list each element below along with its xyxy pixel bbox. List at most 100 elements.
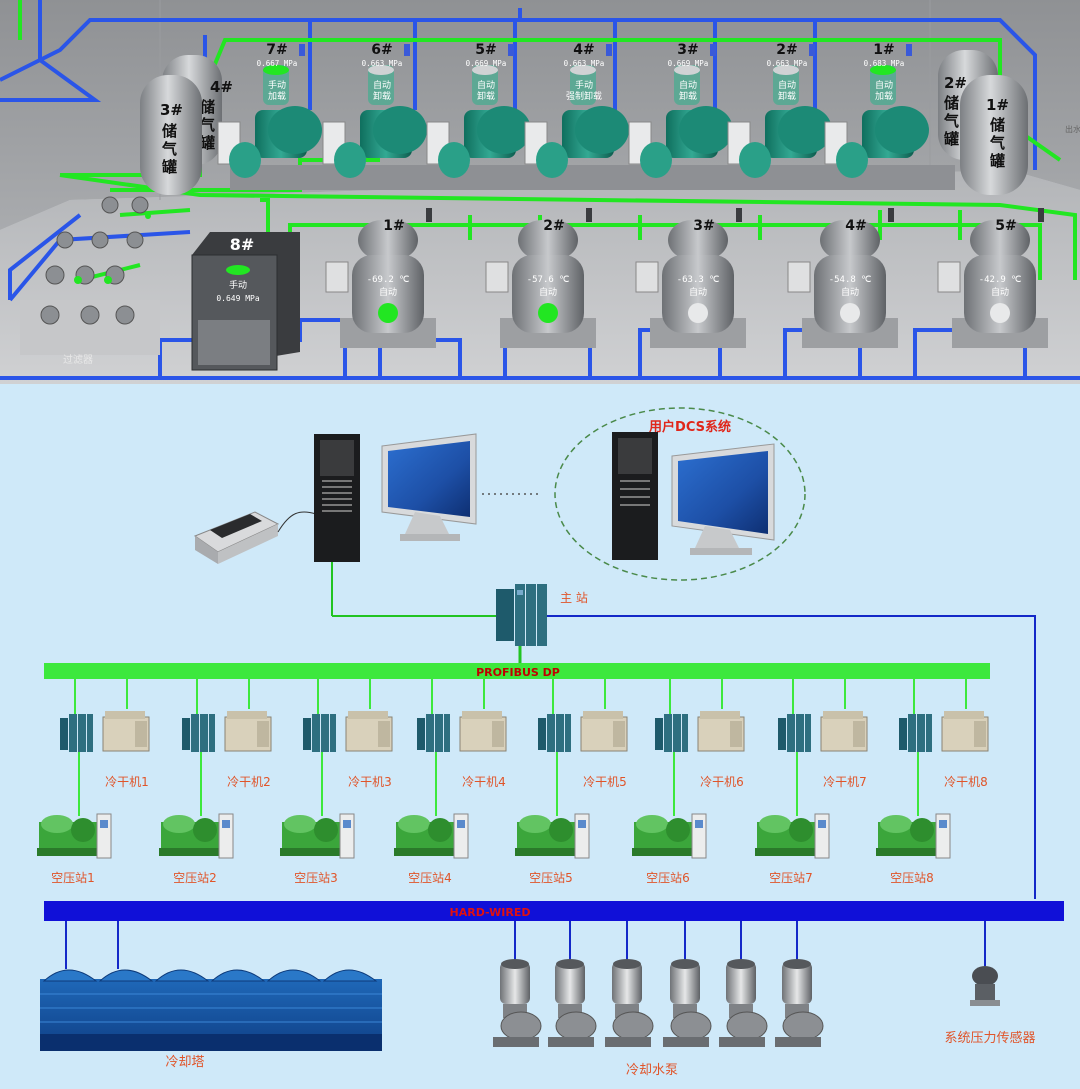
compressor-mode-detail: 卸载	[679, 90, 697, 102]
cooling-tower-label: 冷却塔	[165, 1055, 204, 1070]
compressor-indicator	[472, 65, 498, 75]
compressor-pressure: 0.683 MPa	[864, 59, 905, 68]
compressor-mode: 自动	[679, 79, 697, 91]
compressor-mode-detail: 卸载	[477, 90, 495, 102]
dryer-tank-2[interactable]: 2#-57.6 ℃自动	[485, 208, 596, 348]
printer-cable	[277, 511, 317, 533]
compressor-mode-detail: 加载	[268, 90, 286, 102]
compressor-station-1[interactable]	[37, 813, 112, 859]
cooling-pump-3[interactable]	[605, 921, 654, 1047]
dryer-id: 5#	[995, 218, 1016, 234]
dryer-mode: 自动	[991, 286, 1009, 298]
dryer-status-indicator	[688, 303, 708, 323]
compressor-id: 6#	[371, 42, 392, 58]
refrigerated-dryer-4[interactable]	[459, 711, 507, 752]
dryer-plc-5[interactable]	[538, 714, 571, 752]
compressor-station-8[interactable]	[876, 813, 951, 859]
dryer-temperature: -63.3 ℃	[677, 275, 720, 285]
station-label: 空压站1	[51, 871, 95, 885]
dryer-tank-5[interactable]: 5# -42.9 ℃自动	[937, 208, 1048, 348]
dryer-plc-6[interactable]	[655, 714, 688, 752]
refrigerated-dryer-7[interactable]	[820, 711, 868, 752]
compressor-station-7[interactable]	[755, 813, 830, 859]
cooling-pump-4[interactable]	[663, 921, 712, 1047]
dryer-row: 1#-69.2 ℃自动 2#-57.6 ℃自动 3#-63.3 ℃自动 4#-54.8…	[325, 208, 1048, 348]
compressor-indicator	[263, 65, 289, 75]
dryer-plc-7[interactable]	[778, 714, 811, 752]
refrigerated-dryer-2[interactable]	[224, 711, 272, 752]
station-column-6: 冷干机6 空压站6	[632, 679, 745, 885]
dryer-label: 冷干机5	[583, 775, 627, 789]
compressor-station-3[interactable]	[280, 813, 355, 859]
compressor-station-4[interactable]	[394, 813, 469, 859]
compressor-indicator	[674, 65, 700, 75]
dryer-status-indicator	[378, 303, 398, 323]
dryer-mode: 自动	[379, 286, 397, 298]
cooling-pump-label: 冷却水泵	[626, 1063, 678, 1078]
unit-8[interactable]: 8# 手动 0.649 MPa	[191, 232, 300, 371]
cooling-pump-6[interactable]	[775, 921, 824, 1047]
station-columns: 冷干机1空压站1冷干机2空压站2冷干机3空压站3冷干机4空压站4冷干机5空压站5…	[37, 679, 989, 885]
cooling-pump-2[interactable]	[548, 921, 597, 1047]
dryer-plc-4[interactable]	[417, 714, 450, 752]
tank-1[interactable]: 1# 储 气 罐	[960, 75, 1028, 195]
dryer-tank-3[interactable]: 3#-63.3 ℃自动	[635, 208, 746, 348]
refrigerated-dryer-1[interactable]	[102, 711, 150, 752]
dryer-plc-2[interactable]	[182, 714, 215, 752]
dryer-tank-4[interactable]: 4#-54.8 ℃自动	[787, 208, 898, 348]
dryer-plc-3[interactable]	[303, 714, 336, 752]
compressor-pressure: 0.669 MPa	[466, 59, 507, 68]
dryer-status-indicator	[990, 303, 1010, 323]
compressor-mode-detail: 加载	[875, 90, 893, 102]
tank-3[interactable]: 3# 储 气 罐	[140, 75, 202, 195]
dryer-temperature: -54.8 ℃	[829, 275, 872, 285]
unit-8-id: 8#	[230, 235, 255, 254]
dryer-label: 冷干机6	[700, 775, 744, 789]
filter-label: 过滤器	[63, 353, 93, 366]
dryer-plc-1[interactable]	[60, 714, 93, 752]
cooling-tower[interactable]	[40, 969, 382, 1051]
hardwired-bus	[44, 901, 1064, 921]
station-label: 空压站4	[408, 871, 452, 885]
tank-3-id: 3#	[160, 101, 183, 119]
refrigerated-dryer-5[interactable]	[580, 711, 628, 752]
hardwired-label: HARD-WIRED	[450, 906, 531, 919]
workstation-tower[interactable]	[314, 434, 360, 562]
filter-assembly[interactable]: 过滤器	[20, 196, 160, 366]
station-label: 空压站6	[646, 871, 690, 885]
workstation-monitor[interactable]	[381, 433, 477, 541]
master-plc[interactable]	[496, 584, 547, 646]
dcs-system[interactable]: 用户DCS系统	[554, 407, 806, 581]
station-column-4: 冷干机4 空压站4	[394, 679, 507, 885]
refrigerated-dryer-8[interactable]	[941, 711, 989, 752]
compressor-mode: 手动	[268, 79, 286, 91]
dryer-temperature: -42.9 ℃	[979, 275, 1022, 285]
dryer-tank-1[interactable]: 1#-69.2 ℃自动	[325, 208, 436, 348]
compressor-station-6[interactable]	[632, 813, 707, 859]
station-label: 空压站2	[173, 871, 217, 885]
compressor-station-5[interactable]	[515, 813, 590, 859]
refrigerated-dryer-3[interactable]	[345, 711, 393, 752]
compressor-id: 2#	[776, 42, 797, 58]
svg-text:气: 气	[161, 140, 177, 158]
printer[interactable]	[193, 511, 280, 564]
cooling-pump-1[interactable]	[493, 921, 542, 1047]
dryer-label: 冷干机1	[105, 775, 149, 789]
pressure-sensor[interactable]	[970, 966, 1000, 1006]
refrigerated-dryer-6[interactable]	[697, 711, 745, 752]
dryer-plc-8[interactable]	[899, 714, 932, 752]
dcs-label: 用户DCS系统	[648, 419, 731, 435]
compressor-id: 5#	[475, 42, 496, 58]
svg-text:气: 气	[943, 112, 959, 130]
cooling-pump-5[interactable]	[719, 921, 768, 1047]
compressor-station-2[interactable]	[159, 813, 234, 859]
station-label: 空压站8	[890, 871, 934, 885]
dryer-label: 冷干机4	[462, 775, 506, 789]
